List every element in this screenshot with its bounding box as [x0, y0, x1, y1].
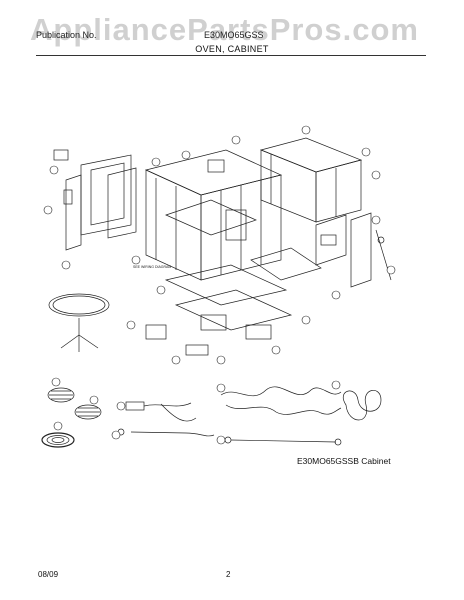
- footer-page-number: 2: [226, 570, 231, 579]
- ref-bubble: [331, 380, 341, 390]
- ref-bubble: [301, 315, 311, 325]
- exploded-parts-diagram: SEE WIRING DIAGRAM: [41, 125, 396, 448]
- model-label: E30MO65GSSB Cabinet: [297, 456, 391, 466]
- ref-bubble: [386, 265, 396, 275]
- section-title: OVEN, CABINET: [195, 44, 269, 54]
- control-panel: [315, 212, 392, 288]
- ref-bubble: [171, 355, 181, 365]
- header-divider: [36, 55, 426, 56]
- ref-bubble: [89, 395, 99, 405]
- ref-bubble: [301, 125, 311, 135]
- ref-bubble: [111, 430, 121, 440]
- spring-clip: [343, 390, 382, 421]
- cabinet-wrapper: [259, 137, 363, 223]
- ref-bubble: [371, 215, 381, 225]
- turntable-parts: [48, 293, 110, 352]
- oven-chassis: [144, 149, 283, 281]
- ref-bubble: [371, 170, 381, 180]
- ref-bubble: [216, 435, 226, 445]
- ref-bubble: [181, 150, 191, 160]
- model-fragment: E30MO65GSS: [204, 30, 264, 40]
- ref-bubble: [331, 290, 341, 300]
- base-plate: [145, 247, 322, 356]
- door-assembly: [53, 149, 137, 251]
- ref-bubble: [126, 320, 136, 330]
- watermark-logo: AppliancePartsPros.com: [30, 12, 419, 47]
- ref-bubble: [116, 401, 126, 411]
- ref-bubble: [216, 383, 226, 393]
- ref-bubble: [271, 345, 281, 355]
- cooking-racks: [41, 387, 102, 448]
- ref-bubble: [131, 255, 141, 265]
- ref-bubble: [43, 205, 53, 215]
- publication-label: Publication No.: [36, 30, 97, 40]
- ref-bubble: [216, 355, 226, 365]
- ref-bubble: [51, 377, 61, 387]
- wire-harness: [117, 386, 342, 446]
- ref-bubble: [61, 260, 71, 270]
- publication-header: Publication No. E30MO65GSS: [36, 30, 264, 40]
- ref-bubble: [151, 157, 161, 167]
- wiring-note: SEE WIRING DIAGRAM: [133, 265, 171, 269]
- ref-bubble: [53, 421, 63, 431]
- ref-bubble: [49, 165, 59, 175]
- ref-bubble: [156, 285, 166, 295]
- ref-bubble: [361, 147, 371, 157]
- ref-bubble: [231, 135, 241, 145]
- footer-date: 08/09: [38, 570, 59, 579]
